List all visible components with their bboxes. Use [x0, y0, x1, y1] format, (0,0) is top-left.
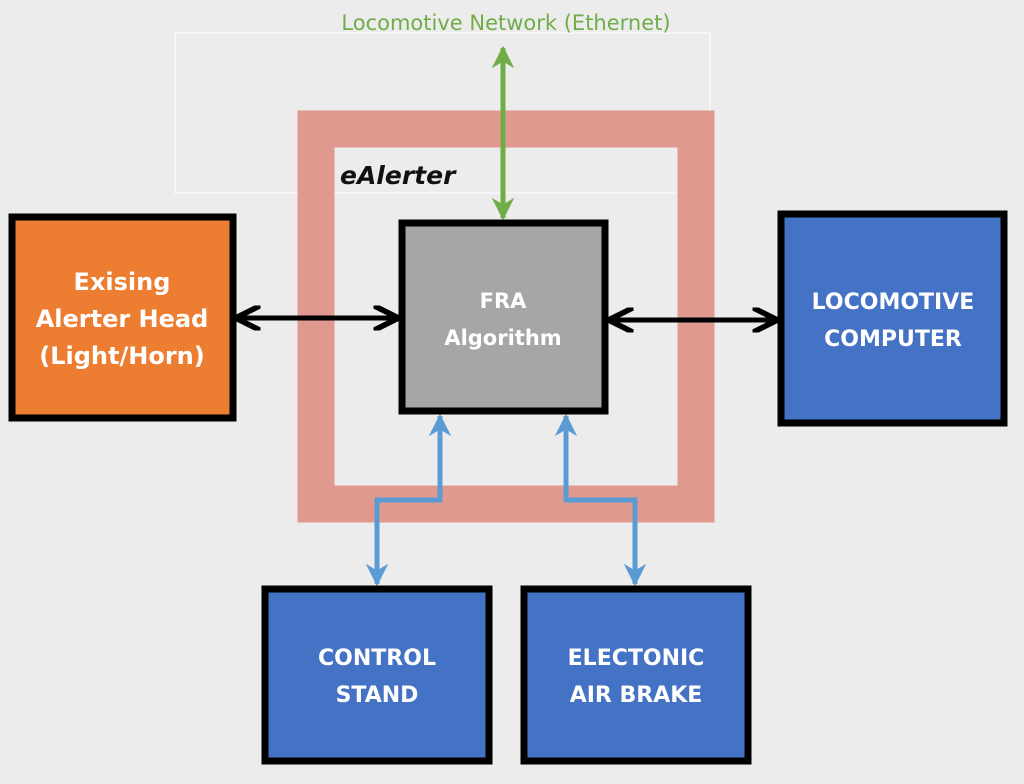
node-locomotive-computer[interactable]: LOCOMOTIVE COMPUTER	[777, 210, 1008, 427]
node-alerter-head-line1: Exising	[74, 268, 171, 296]
fra-control-stand-arrow	[365, 413, 452, 587]
node-control-stand[interactable]: CONTROL STAND	[261, 585, 493, 765]
node-locomotive-computer-line1: LOCOMOTIVE	[812, 290, 975, 315]
node-air-brake-line1: ELECTONIC	[568, 646, 705, 671]
node-control-stand-line2: STAND	[336, 683, 419, 708]
node-fra-algorithm[interactable]: FRA Algorithm	[398, 219, 609, 415]
node-air-brake-line2: AIR BRAKE	[570, 683, 703, 708]
node-alerter-head[interactable]: Exising Alerter Head (Light/Horn)	[8, 213, 237, 422]
node-fra-line2: Algorithm	[444, 326, 561, 350]
node-alerter-head-line2: Alerter Head	[36, 305, 209, 333]
fra-air-brake-arrow	[554, 413, 647, 587]
node-fra-line1: FRA	[480, 289, 528, 313]
node-control-stand-line1: CONTROL	[318, 646, 436, 671]
ealerter-label: eAlerter	[340, 161, 457, 190]
node-alerter-head-line3: (Light/Horn)	[39, 342, 204, 370]
node-locomotive-computer-line2: COMPUTER	[824, 327, 962, 352]
network-label: Locomotive Network (Ethernet)	[341, 11, 670, 35]
node-electronic-air-brake[interactable]: ELECTONIC AIR BRAKE	[520, 585, 752, 765]
